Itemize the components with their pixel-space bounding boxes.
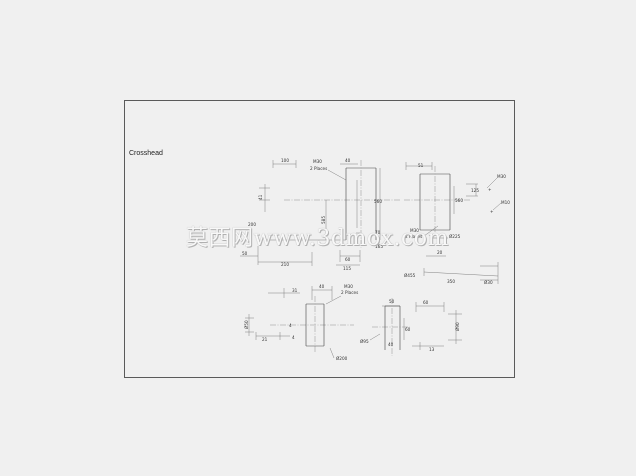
- dim-70-a: 70: [375, 230, 381, 235]
- dim-places-d: 2 Places: [341, 290, 358, 295]
- front-view: 100 M30 2 Places 40 41 585 560 70 165 60…: [240, 158, 400, 271]
- dim-830: Ø30: [484, 280, 493, 285]
- cross-mark-2: +: [490, 209, 494, 214]
- dim-m30-a: M30: [313, 159, 322, 164]
- dim-585: 585: [321, 216, 326, 224]
- dim-200: 200: [248, 222, 256, 227]
- watermark: 莫西网www.3dmox.com: [186, 226, 449, 251]
- dim-60-c: 60: [423, 300, 429, 305]
- dim-40c: 40: [388, 342, 394, 347]
- dim-100: 100: [281, 158, 289, 163]
- dim-m30-c: M30: [497, 174, 506, 179]
- dim-125: 125: [471, 188, 479, 193]
- dim-21: 21: [262, 337, 268, 342]
- lower-left-view: 31 40 M30 2 Places Ø50 4 21 4 Ø200: [244, 284, 358, 361]
- dim-40-a: 40: [345, 158, 351, 163]
- dim-m10: M10: [501, 200, 510, 205]
- lower-right-view: 50 60 60 40 Ø95 Ø90 13: [360, 298, 462, 356]
- dim-60-a: 60: [345, 257, 351, 262]
- dim-13: 13: [429, 347, 435, 352]
- dim-165: 165: [375, 244, 383, 249]
- dim-31: 31: [292, 288, 298, 293]
- drawing-sheet: Crosshead: [124, 100, 515, 378]
- dim-200b: Ø200: [336, 356, 348, 361]
- dim-4: 4: [289, 323, 292, 328]
- dim-m30-b: M30: [410, 228, 419, 233]
- dim-225: Ø225: [449, 234, 461, 239]
- dim-60b: 60: [405, 327, 411, 332]
- cross-mark: +: [488, 187, 492, 192]
- dim-m30-d: M30: [344, 284, 353, 289]
- dim-115: 115: [343, 266, 351, 271]
- dim-20: 20: [437, 250, 443, 255]
- dim-50-b: 50: [242, 251, 248, 256]
- dim-places-b: 2 Places: [405, 234, 422, 239]
- side-view: 51 560 125 M30 2 Places Ø225 20 M30 + M1…: [404, 162, 510, 285]
- dim-350: 350: [447, 279, 455, 284]
- dim-295: Ø95: [360, 339, 369, 344]
- dim-50-c: 50: [389, 299, 395, 304]
- dim-41: 41: [258, 194, 263, 200]
- dim-40-b: 40: [319, 284, 325, 289]
- dim-455: Ø455: [404, 273, 416, 278]
- dim-4b: 4: [292, 335, 295, 340]
- dim-560-a: 560: [374, 199, 382, 204]
- dim-850: Ø50: [244, 320, 249, 329]
- dim-210: 210: [281, 262, 289, 267]
- dim-560-b: 560: [455, 198, 463, 203]
- dim-290: Ø90: [455, 322, 460, 331]
- dim-places-a: 2 Places: [310, 166, 327, 171]
- drawing-title: Crosshead: [129, 150, 163, 157]
- dim-51: 51: [418, 163, 424, 168]
